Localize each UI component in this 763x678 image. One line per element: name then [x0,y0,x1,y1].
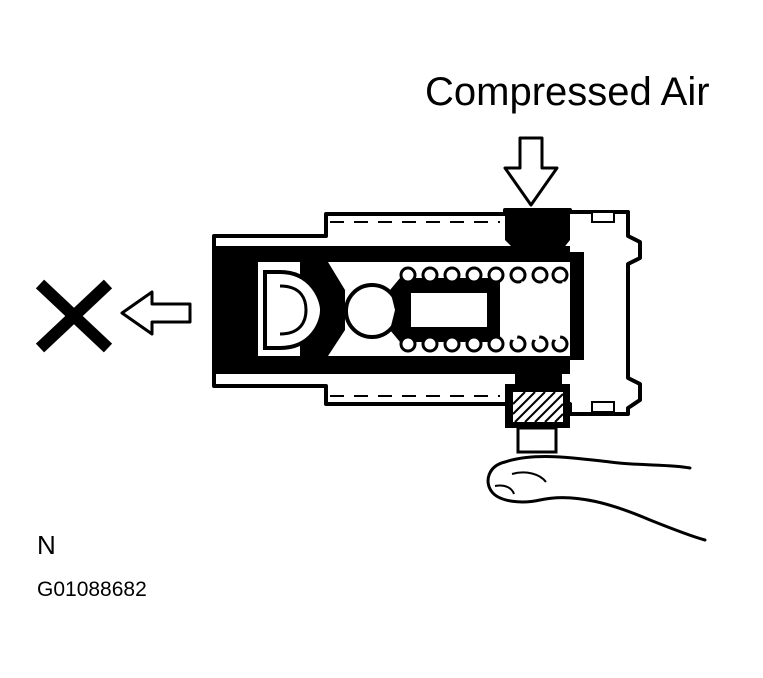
arrow-down-icon [503,136,559,207]
arrow-left-icon [120,290,192,336]
finger [486,460,707,542]
spring-coils-bottom [399,335,569,353]
view-label: N [37,530,56,560]
figure-id-label: G01088682 [37,578,147,601]
retainer-cup [263,270,325,350]
x-icon [35,279,113,353]
spring-diagonals [509,281,570,341]
spring-coils-top [399,266,569,284]
compressed-air-label: Compressed Air [425,70,710,114]
bottom-plug [505,384,570,454]
